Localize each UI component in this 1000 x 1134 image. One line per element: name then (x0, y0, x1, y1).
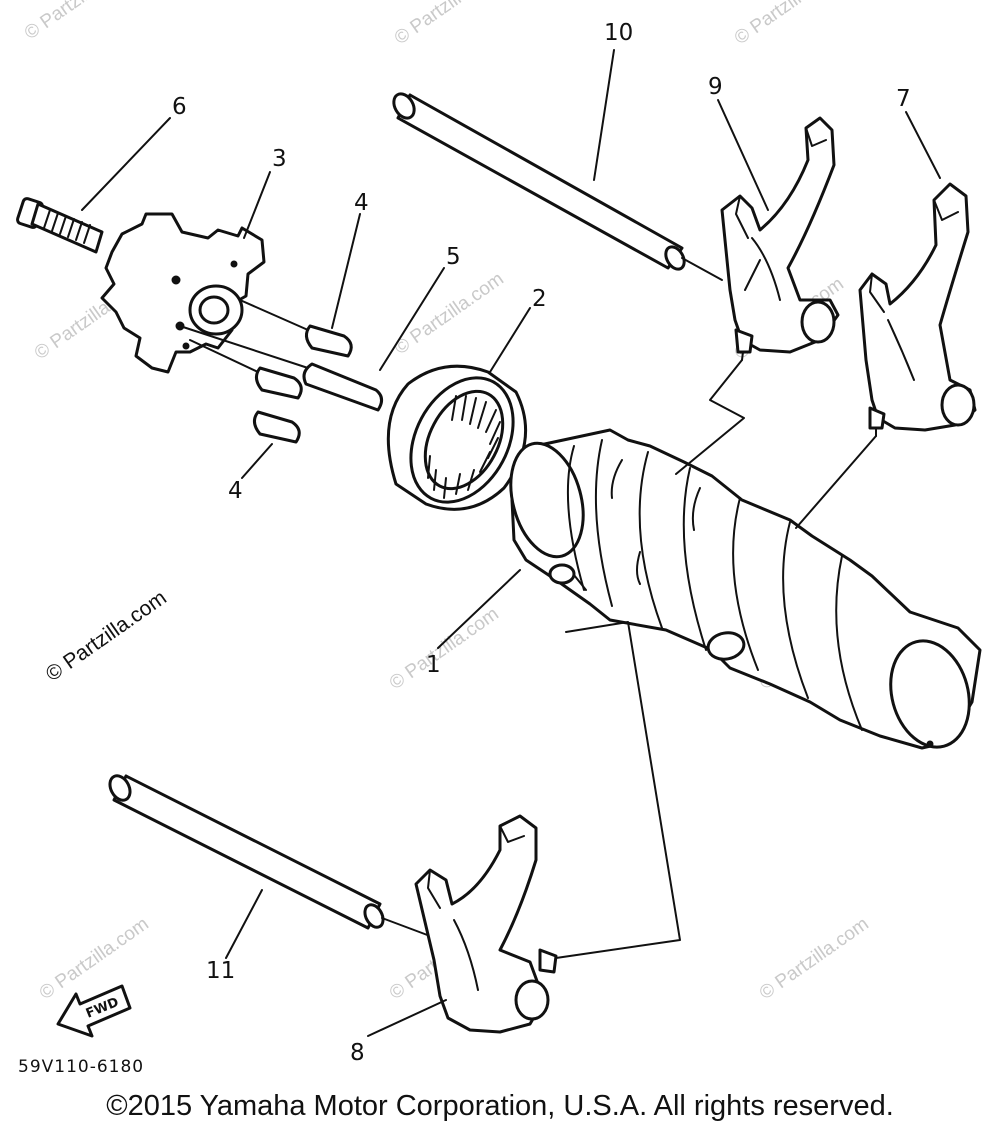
callout-labels: 1 2 3 4 4 5 6 7 8 9 10 11 (172, 20, 911, 1066)
callout-2: 2 (532, 286, 547, 312)
watermark-text: © Partzilla.com (391, 0, 508, 49)
callout-9: 9 (708, 74, 723, 100)
part-9-shift-fork (720, 116, 840, 361)
fwd-arrow-icon: FWD (56, 984, 132, 1038)
watermark-text: © Partzilla.com (36, 913, 153, 1004)
callout-5: 5 (446, 244, 461, 270)
connection-lines (555, 359, 877, 959)
watermark-text: © Partzilla.com (42, 586, 171, 686)
part-4-pin-lower (253, 410, 301, 444)
callout-3: 3 (272, 146, 287, 172)
callout-1: 1 (426, 652, 441, 678)
watermark-text: © Partzilla.com (21, 0, 138, 44)
part-6-bolt (16, 197, 104, 254)
watermark-text: © Partzilla.com (386, 603, 503, 694)
callout-leaders (81, 49, 941, 1037)
callout-4-upper: 4 (354, 190, 369, 216)
part-5-long-pin (179, 325, 383, 412)
callout-10: 10 (604, 20, 633, 46)
part-1-shift-drum (509, 428, 982, 750)
callout-4-lower: 4 (228, 478, 243, 504)
part-2-bearing (386, 364, 528, 511)
watermark-text: © Partzilla.com (391, 268, 508, 359)
callout-11: 11 (206, 958, 235, 984)
part-4-pin-middle (189, 339, 303, 400)
callout-8: 8 (350, 1040, 365, 1066)
part-10-guide-bar (392, 92, 723, 281)
part-8-shift-fork (414, 814, 558, 1034)
part-7-shift-fork (858, 182, 977, 437)
callout-7: 7 (896, 86, 911, 112)
diagram-code: 59V110-6180 (18, 1057, 144, 1077)
watermark-text: © Partzilla.com (756, 913, 873, 1004)
watermark-text: © Partzilla.com (731, 0, 848, 49)
part-4-pin-upper (239, 299, 353, 358)
callout-6: 6 (172, 94, 187, 120)
copyright-notice: ©2015 Yamaha Motor Corporation, U.S.A. A… (106, 1090, 894, 1122)
diagram-drawing: © Partzilla.com © Partzilla.com © Partzi… (16, 0, 982, 1077)
part-11-guide-bar (108, 774, 431, 937)
part-3-segment (100, 212, 266, 374)
